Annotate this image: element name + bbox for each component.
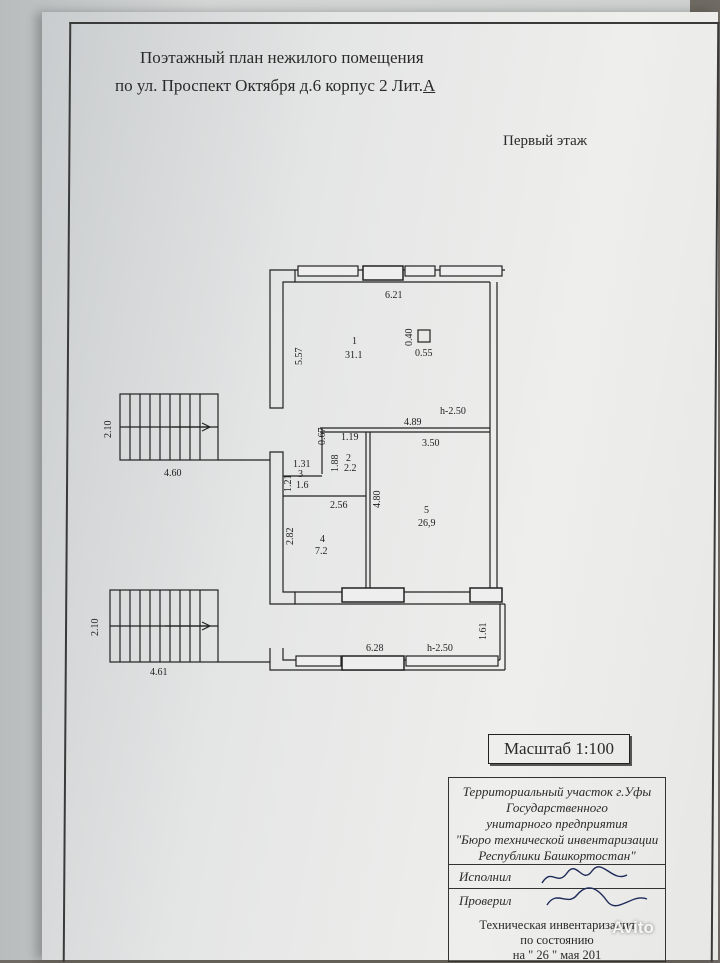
checker-row: Проверил [449, 887, 665, 913]
dim-room4-w: 2.56 [330, 500, 348, 511]
window-bottom-1 [341, 587, 405, 603]
org-line: унитарного предприятия [486, 816, 628, 831]
executor-signature [541, 866, 628, 884]
wall-outline [269, 269, 296, 409]
org-line: Республики Башкортостан" [478, 848, 636, 863]
dim-room5-h: 4.80 [372, 491, 383, 509]
organization-name: Территориальный участок г.Уфы Государств… [449, 784, 665, 864]
title-line-1: Поэтажный план нежилого помещения [140, 48, 424, 67]
inventory-line-3: на " 26 " мая 201 [512, 948, 602, 962]
title-letter: А [422, 76, 436, 95]
room2-area: 2.2 [344, 463, 357, 474]
room3-number: 3 [298, 469, 303, 480]
document-page [42, 12, 718, 960]
executor-label: Исполнил [459, 869, 512, 884]
dim-room5-w: 3.50 [422, 438, 440, 449]
window-top-3 [404, 265, 436, 277]
window-top-1 [297, 265, 359, 277]
window-bottom-2 [469, 587, 503, 603]
window-top-4 [439, 265, 503, 277]
window-annex-3 [405, 655, 499, 667]
checker-label: Проверил [459, 893, 512, 908]
dim-room3-w: 1.31 [293, 459, 311, 470]
org-line: Территориальный участок г.Уфы [462, 784, 652, 799]
checker-signature [546, 887, 648, 907]
title-address: по ул. Проспект Октября д.6 корпус 2 Лит… [115, 76, 423, 95]
partition-room3 [283, 475, 366, 497]
dim-small-b: 1.19 [341, 432, 359, 443]
dim-stair2-w: 4.61 [150, 667, 168, 678]
executor-row: Исполнил [449, 864, 665, 889]
dim-room2-h: 1.88 [330, 455, 341, 473]
room1-number: 1 [352, 336, 357, 347]
partition-horizontal [320, 427, 490, 433]
dim-room3-h: 1.21 [283, 475, 294, 493]
stair-lower [109, 589, 219, 663]
dim-h-lower: h-2.50 [427, 643, 453, 654]
title-block-stamp: Территориальный участок г.Уфы Государств… [448, 777, 666, 962]
stair-lines [218, 459, 270, 663]
org-line: Государственного [506, 800, 608, 815]
floor-label: Первый этаж [503, 133, 588, 149]
stair-upper [119, 393, 219, 461]
room3-area: 1.6 [296, 480, 309, 491]
dim-lower-h: 1.61 [478, 623, 489, 641]
inventory-info: Техническая инвентаризация по состоянию … [449, 918, 665, 963]
scale-label: Масштаб 1:100 [488, 734, 630, 764]
org-line: "Бюро технической инвентаризации [455, 832, 659, 847]
inventory-line-1: Техническая инвентаризация [479, 918, 635, 932]
dim-column-d: 0.55 [415, 348, 433, 359]
dim-stair2-h: 2.10 [90, 619, 101, 637]
room4-area: 7.2 [315, 546, 328, 557]
dim-left-height: 5.57 [294, 348, 305, 366]
dim-mid-width: 4.89 [404, 417, 422, 428]
room5-number: 5 [424, 505, 429, 516]
room2-number: 2 [346, 453, 351, 464]
column [417, 329, 431, 343]
dim-small-a: 0.67 [317, 428, 328, 446]
window-annex-2 [341, 655, 405, 671]
dim-stair1-h: 2.10 [103, 421, 114, 439]
dim-room4-h: 2.82 [285, 528, 296, 546]
dim-column-w: 0.40 [404, 329, 415, 347]
dim-h-upper: h-2.50 [440, 406, 466, 417]
dim-top-width: 6.21 [385, 290, 403, 301]
partition-room2 [321, 428, 371, 590]
room4-number: 4 [320, 534, 325, 545]
dim-stair1-w: 4.60 [164, 468, 182, 479]
window-annex-1 [295, 655, 342, 667]
dim-bottom-width: 6.28 [366, 643, 384, 654]
inventory-line-2: по состоянию [520, 933, 594, 947]
avito-watermark: Avito [612, 918, 654, 937]
room1-area: 31.1 [345, 350, 363, 361]
window-top-2 [362, 265, 404, 281]
title-line-2: по ул. Проспект Октября д.6 корпус 2 Лит… [115, 76, 435, 96]
room5-area: 26,9 [418, 518, 436, 529]
